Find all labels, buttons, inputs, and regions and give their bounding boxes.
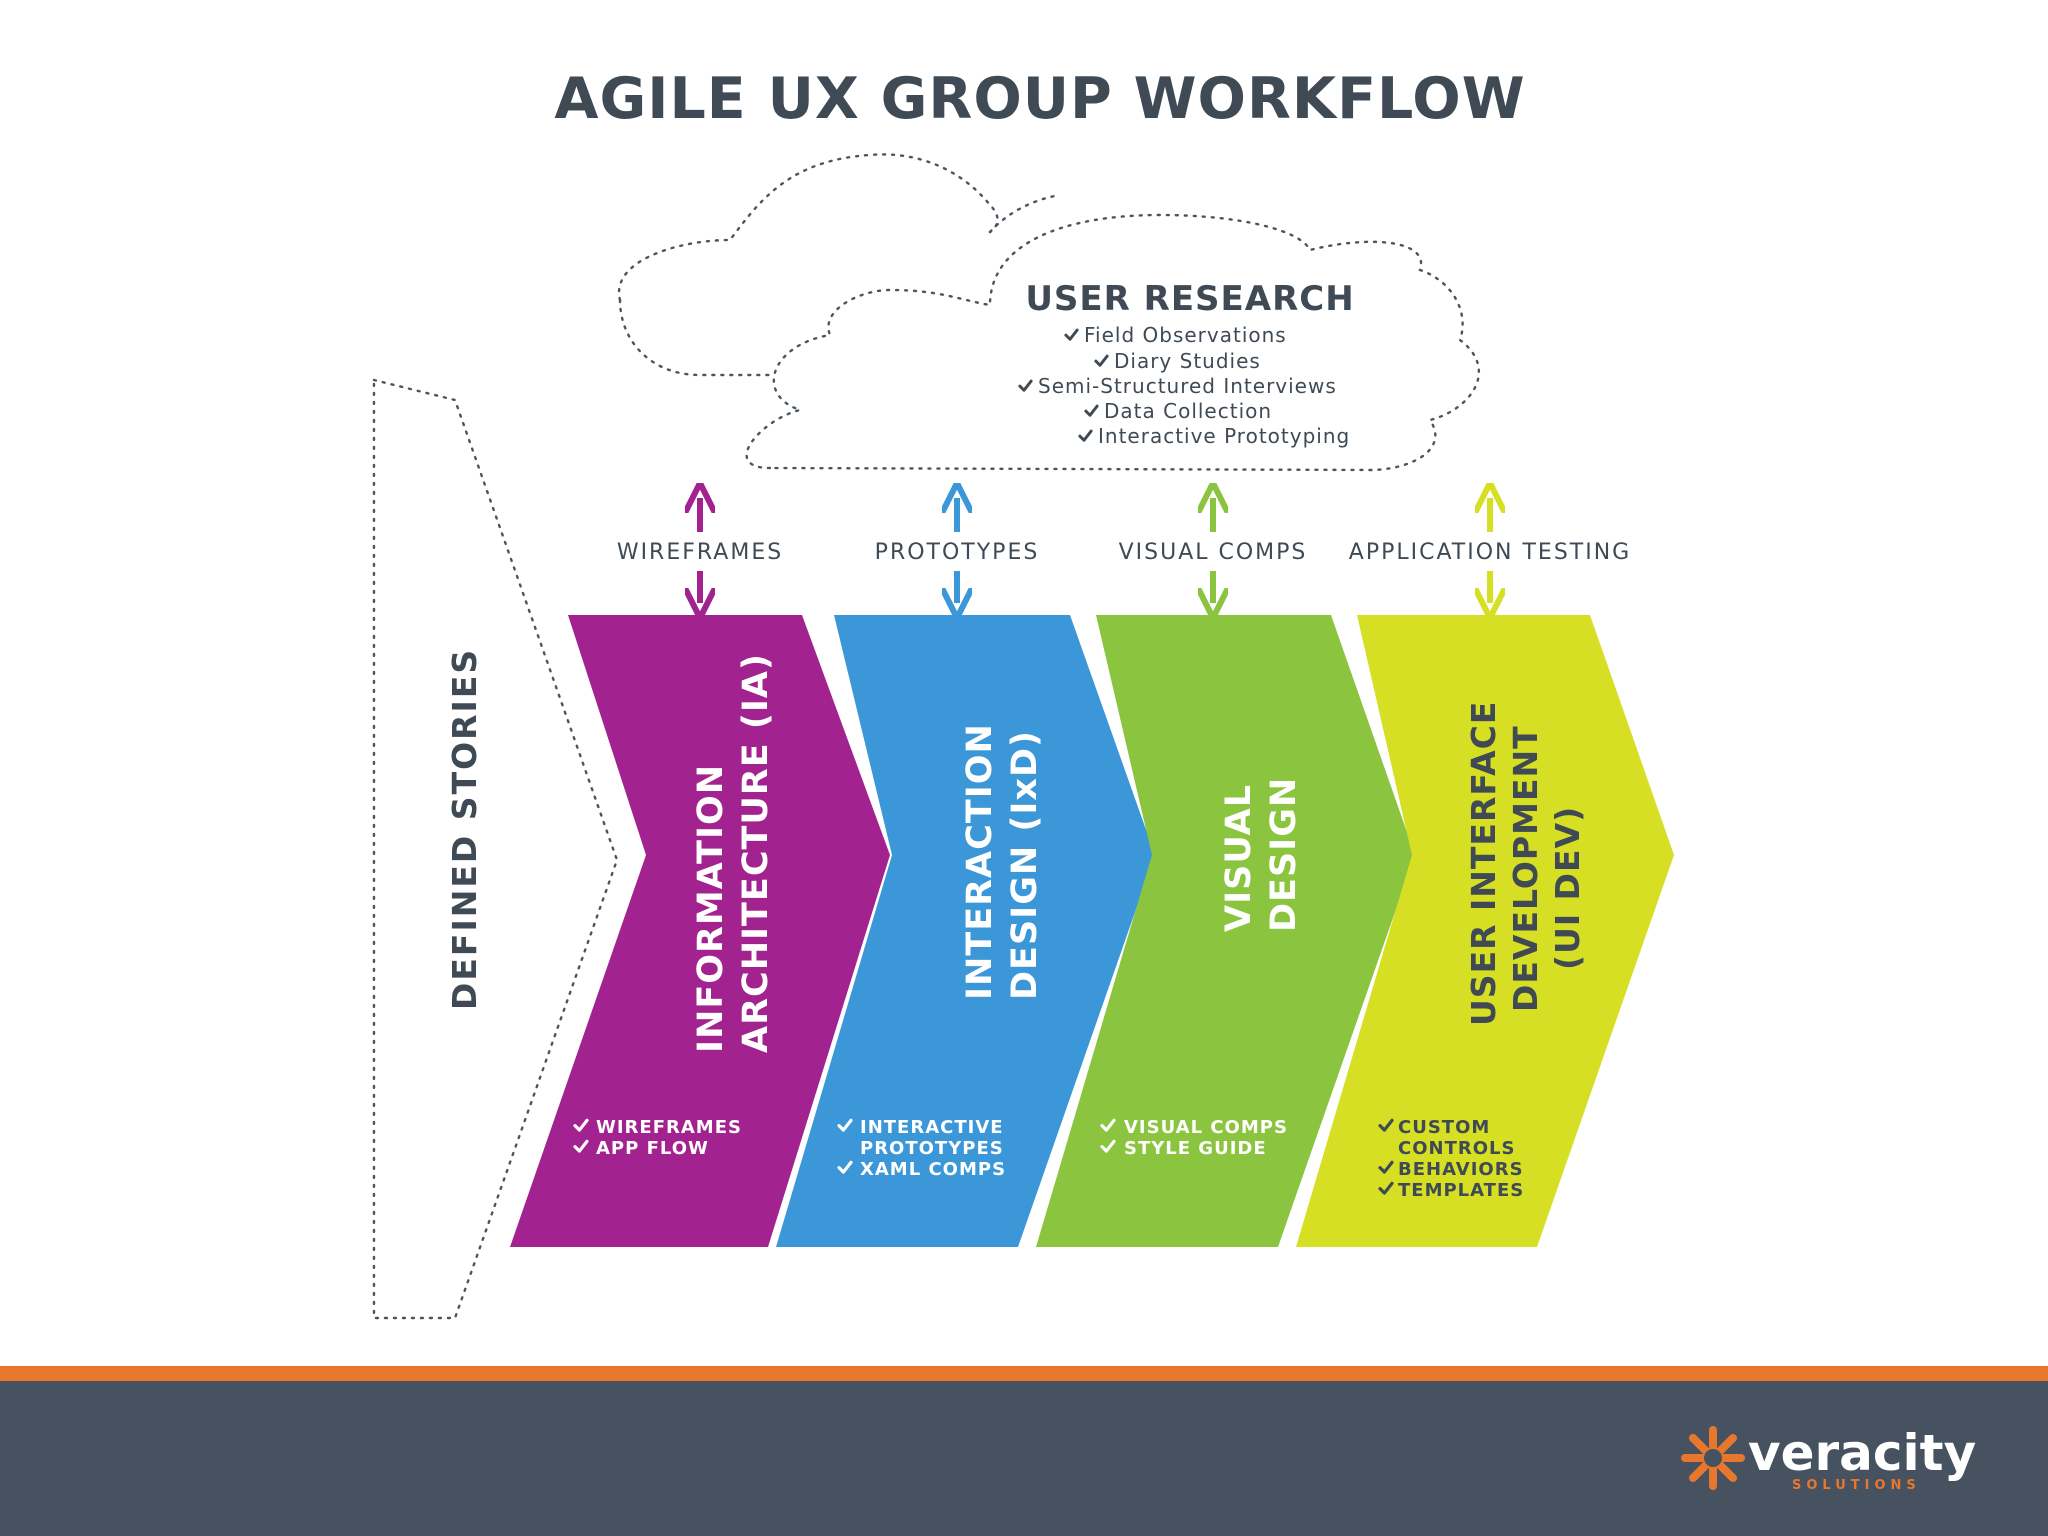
deliverables: WIREFRAMES PROTOTYPES VISUAL COMPS APPLI… bbox=[617, 498, 1631, 603]
deliverable-label: VISUAL COMPS bbox=[1119, 540, 1308, 565]
stage-item-label: TEMPLATES bbox=[1398, 1180, 1524, 1201]
deliverable-visual-comps: VISUAL COMPS bbox=[1119, 498, 1308, 603]
check-icon bbox=[1084, 404, 1099, 417]
stage-item-label: INTERACTIVE bbox=[860, 1117, 1004, 1138]
user-research-list: Field Observations Diary Studies Semi-St… bbox=[1018, 323, 1350, 448]
deliverable-wireframes: WIREFRAMES bbox=[617, 498, 783, 603]
stage-items: VISUAL COMPS STYLE GUIDE bbox=[1100, 1117, 1288, 1159]
stage-item-label: CUSTOM bbox=[1398, 1117, 1490, 1138]
deliverable-prototypes: PROTOTYPES bbox=[875, 498, 1040, 603]
footer-accent-stripe bbox=[0, 1366, 2048, 1381]
stage-ui-development: USER INTERFACE DEVELOPMENT (UI DEV) CUST… bbox=[1296, 615, 1674, 1247]
stage-title: VISUAL DESIGN bbox=[1219, 771, 1304, 932]
stage-chevron bbox=[776, 615, 1155, 1247]
check-icon bbox=[1018, 379, 1033, 392]
research-item: Data Collection bbox=[1084, 399, 1272, 423]
deliverable-label: APPLICATION TESTING bbox=[1349, 540, 1631, 565]
stage-item-label: PROTOTYPES bbox=[860, 1138, 1004, 1159]
defined-stories-label: DEFINED STORIES bbox=[445, 648, 484, 1010]
research-item: Diary Studies bbox=[1094, 349, 1261, 373]
stage-items: WIREFRAMES APP FLOW bbox=[573, 1117, 742, 1159]
stage-item-label: WIREFRAMES bbox=[596, 1117, 742, 1138]
research-item-label: Diary Studies bbox=[1114, 349, 1261, 373]
stage-chevron bbox=[1036, 615, 1415, 1247]
brand-name: veracity bbox=[1748, 1424, 1976, 1482]
research-item: Interactive Prototyping bbox=[1078, 424, 1350, 448]
stage-item-label: CONTROLS bbox=[1398, 1138, 1515, 1159]
stage-chevron bbox=[1296, 615, 1674, 1247]
stage-title: USER INTERFACE DEVELOPMENT (UI DEV) bbox=[1464, 688, 1587, 1026]
deliverable-application-testing: APPLICATION TESTING bbox=[1349, 498, 1631, 603]
research-item: Field Observations bbox=[1064, 323, 1287, 347]
research-item-label: Field Observations bbox=[1084, 323, 1287, 347]
research-item: Semi-Structured Interviews bbox=[1018, 374, 1337, 398]
veracity-logo: veracity SOLUTIONS bbox=[1681, 1424, 1976, 1493]
check-icon bbox=[1094, 354, 1109, 367]
deliverable-label: WIREFRAMES bbox=[617, 540, 783, 565]
stage-item-label: BEHAVIORS bbox=[1398, 1159, 1524, 1180]
stage-item-label: VISUAL COMPS bbox=[1124, 1117, 1288, 1138]
stage-item-label: STYLE GUIDE bbox=[1124, 1138, 1267, 1159]
research-item-label: Data Collection bbox=[1104, 399, 1272, 423]
research-item-label: Semi-Structured Interviews bbox=[1038, 374, 1337, 398]
page-title: AGILE UX GROUP WORKFLOW bbox=[554, 66, 1525, 132]
check-icon bbox=[1064, 328, 1079, 341]
stage-item-label: APP FLOW bbox=[596, 1138, 709, 1159]
check-icon bbox=[1078, 429, 1093, 442]
stages: INFORMATION ARCHITECTURE (IA) WIREFRAMES… bbox=[510, 615, 1674, 1247]
deliverable-label: PROTOTYPES bbox=[875, 540, 1040, 565]
footer: veracity SOLUTIONS bbox=[0, 1366, 2048, 1536]
sunburst-logo-icon bbox=[1681, 1426, 1745, 1490]
stage-interaction-design: INTERACTION DESIGN (IxD) INTERACTIVE PRO… bbox=[776, 615, 1155, 1247]
stage-title: INFORMATION ARCHITECTURE (IA) bbox=[691, 653, 776, 1053]
stage-information-architecture: INFORMATION ARCHITECTURE (IA) WIREFRAMES… bbox=[510, 615, 890, 1247]
stage-items: INTERACTIVE PROTOTYPES XAML COMPS bbox=[837, 1117, 1006, 1180]
brand-subtitle: SOLUTIONS bbox=[1792, 1478, 1921, 1493]
stage-visual-design: VISUAL DESIGN VISUAL COMPS STYLE GUIDE bbox=[1036, 615, 1415, 1247]
user-research-title: USER RESEARCH bbox=[1025, 279, 1354, 319]
stage-title: INTERACTION DESIGN (IxD) bbox=[960, 710, 1045, 1000]
research-item-label: Interactive Prototyping bbox=[1098, 424, 1350, 448]
stage-items: CUSTOM CONTROLS BEHAVIORS TEMPLATES bbox=[1378, 1117, 1524, 1201]
stage-item-label: XAML COMPS bbox=[860, 1159, 1006, 1180]
stage-chevron bbox=[510, 615, 890, 1247]
cloud-outline bbox=[617, 153, 1481, 472]
